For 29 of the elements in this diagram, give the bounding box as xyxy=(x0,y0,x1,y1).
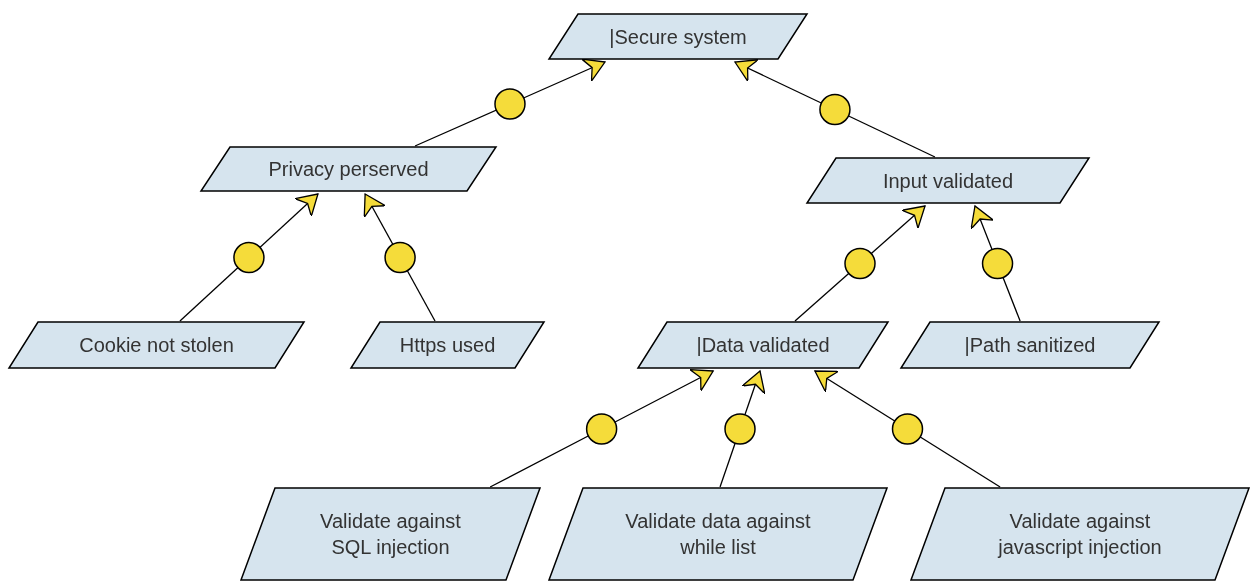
goal-box xyxy=(8,321,305,369)
arrow xyxy=(813,370,1001,488)
goal-box xyxy=(900,321,1160,369)
goal-text: |Data validated xyxy=(696,333,830,358)
goal-text: Cookie not stolen xyxy=(79,333,234,358)
goal-box xyxy=(637,321,889,369)
goal-text: Input validated xyxy=(882,168,1014,194)
arrow xyxy=(733,61,936,158)
goal-box xyxy=(806,157,1090,204)
goal-text: Privacy perserved xyxy=(268,157,429,182)
arrow xyxy=(794,205,926,322)
arrow xyxy=(970,205,1021,322)
goal-box xyxy=(240,487,541,581)
goal-text: Validate against javascript injection xyxy=(996,509,1163,560)
arrow xyxy=(179,193,319,322)
arrow xyxy=(414,61,606,147)
goal-text: Https used xyxy=(399,333,496,358)
arrow xyxy=(489,370,715,488)
goal-box xyxy=(200,146,497,192)
goal-text: |Path sanitized xyxy=(964,333,1096,358)
goal-text: Validate against SQL injection xyxy=(319,509,462,560)
arrow xyxy=(719,370,765,488)
goal-box xyxy=(548,487,888,581)
goal-text: |Secure system xyxy=(609,24,747,50)
goal-box xyxy=(548,13,808,60)
arrow xyxy=(363,193,436,322)
goal-text: Validate data against while list xyxy=(624,509,812,560)
goal-box xyxy=(910,487,1250,581)
goal-box xyxy=(350,321,545,369)
